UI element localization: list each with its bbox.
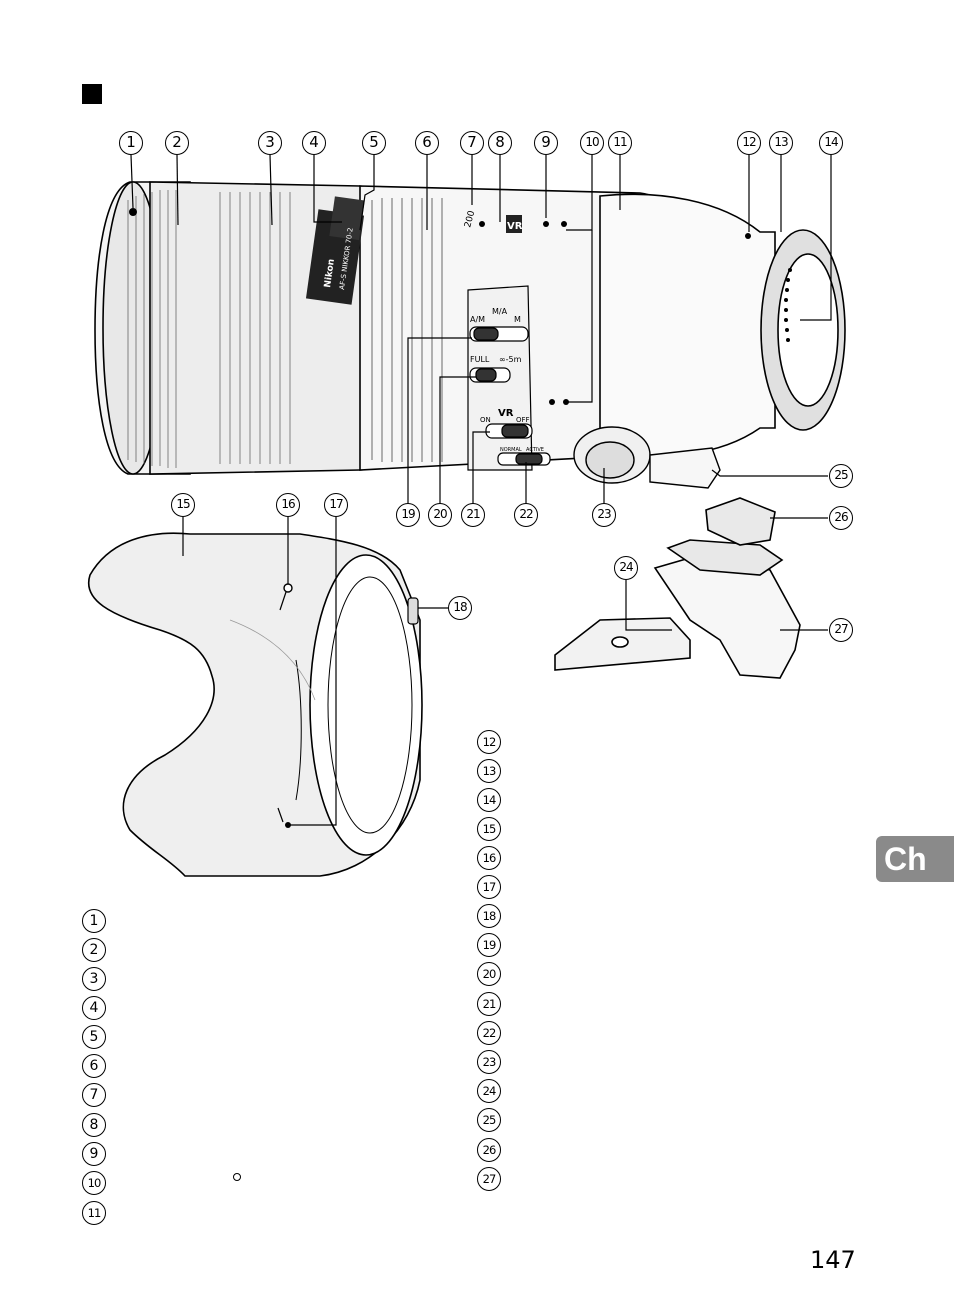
m-label: M — [514, 315, 521, 324]
callout-21: 21 — [461, 503, 485, 527]
legend-item-24: 24 — [477, 1079, 501, 1103]
ma-label: M/A — [492, 307, 508, 316]
mount-contacts — [784, 268, 792, 342]
callout-27: 27 — [829, 618, 853, 642]
callout-12: 12 — [737, 131, 761, 155]
hood-index-dot — [283, 583, 293, 593]
vr-badge-bg — [506, 215, 522, 233]
legend-item-19: 19 — [477, 933, 501, 957]
full-label: FULL — [470, 355, 490, 364]
tripod-foot — [554, 497, 801, 679]
legend-item-23: 23 — [477, 1050, 501, 1074]
range-label: ∞-5m — [499, 355, 522, 364]
vr-badge: VR — [507, 221, 523, 232]
callout-7: 7 — [460, 131, 484, 155]
legend-item-10: 10 — [82, 1171, 106, 1195]
legend-item-27: 27 — [477, 1167, 501, 1191]
callout-22: 22 — [514, 503, 538, 527]
callout-23: 23 — [592, 503, 616, 527]
callout-11: 11 — [608, 131, 632, 155]
callout-24: 24 — [614, 556, 638, 580]
legend-item-7: 7 — [82, 1083, 106, 1107]
callout-4: 4 — [302, 131, 326, 155]
callout-26: 26 — [829, 506, 853, 530]
legend-item-25: 25 — [477, 1108, 501, 1132]
legend-item-22: 22 — [477, 1021, 501, 1045]
chapter-tab[interactable]: Ch — [876, 836, 954, 882]
on-label: ON — [480, 416, 491, 424]
legend-item-15: 15 — [477, 817, 501, 841]
callout-5: 5 — [362, 131, 386, 155]
normal-label: NORMAL — [500, 447, 522, 453]
switch-panel — [467, 285, 551, 471]
callout-1: 1 — [119, 131, 143, 155]
legend-item-3: 3 — [82, 967, 106, 991]
off-label: OFF — [516, 416, 530, 424]
vr-label: VR — [498, 408, 514, 419]
callout-25: 25 — [829, 464, 853, 488]
legend-item-20: 20 — [477, 962, 501, 986]
callout-18: 18 — [448, 596, 472, 620]
callout-15: 15 — [171, 493, 195, 517]
lens-body — [94, 181, 846, 475]
legend-item-1: 1 — [82, 909, 106, 933]
callout-9: 9 — [534, 131, 558, 155]
callout-3: 3 — [258, 131, 282, 155]
callout-10: 10 — [580, 131, 604, 155]
callout-16: 16 — [276, 493, 300, 517]
legend-item-6: 6 — [82, 1054, 106, 1078]
legend-item-21: 21 — [477, 992, 501, 1016]
lens-hood — [87, 532, 423, 877]
legend-item-18: 18 — [477, 904, 501, 928]
index-dots — [129, 208, 751, 405]
legend-item-2: 2 — [82, 938, 106, 962]
legend-item-14: 14 — [477, 788, 501, 812]
legend-item-26: 26 — [477, 1138, 501, 1162]
tripod-collar — [573, 426, 721, 489]
focus-ring-ribs — [371, 198, 443, 462]
lens-illustration: Nikon AF-S NIKKOR 70-2 200 VR A/M M/A M … — [87, 154, 846, 877]
callout-14: 14 — [819, 131, 843, 155]
legend-item-8: 8 — [82, 1113, 106, 1137]
callout-17: 17 — [324, 493, 348, 517]
legend-item-16: 16 — [477, 846, 501, 870]
active-label: ACTIVE — [526, 447, 544, 453]
callout-2: 2 — [165, 131, 189, 155]
callout-6: 6 — [415, 131, 439, 155]
am-label: A/M — [470, 315, 485, 324]
callout-19: 19 — [396, 503, 420, 527]
legend-item-13: 13 — [477, 759, 501, 783]
leader-lines — [130, 154, 832, 826]
brand-plate — [305, 196, 365, 305]
zoom-ring-ribs — [127, 190, 291, 468]
callout-20: 20 — [428, 503, 452, 527]
hood-mount-dot — [285, 822, 291, 828]
callout-8: 8 — [488, 131, 512, 155]
degree-mark — [233, 1173, 241, 1181]
legend-item-12: 12 — [477, 730, 501, 754]
legend-item-5: 5 — [82, 1025, 106, 1049]
legend-item-9: 9 — [82, 1142, 106, 1166]
legend-item-11: 11 — [82, 1201, 106, 1225]
page-number: 147 — [810, 1246, 856, 1274]
legend-item-17: 17 — [477, 875, 501, 899]
section-marker — [82, 84, 102, 104]
callout-13: 13 — [769, 131, 793, 155]
hood-lock-button — [407, 597, 419, 625]
focal-mark: 200 — [463, 209, 477, 228]
brand-text: Nikon — [323, 258, 337, 288]
legend-item-4: 4 — [82, 996, 106, 1020]
